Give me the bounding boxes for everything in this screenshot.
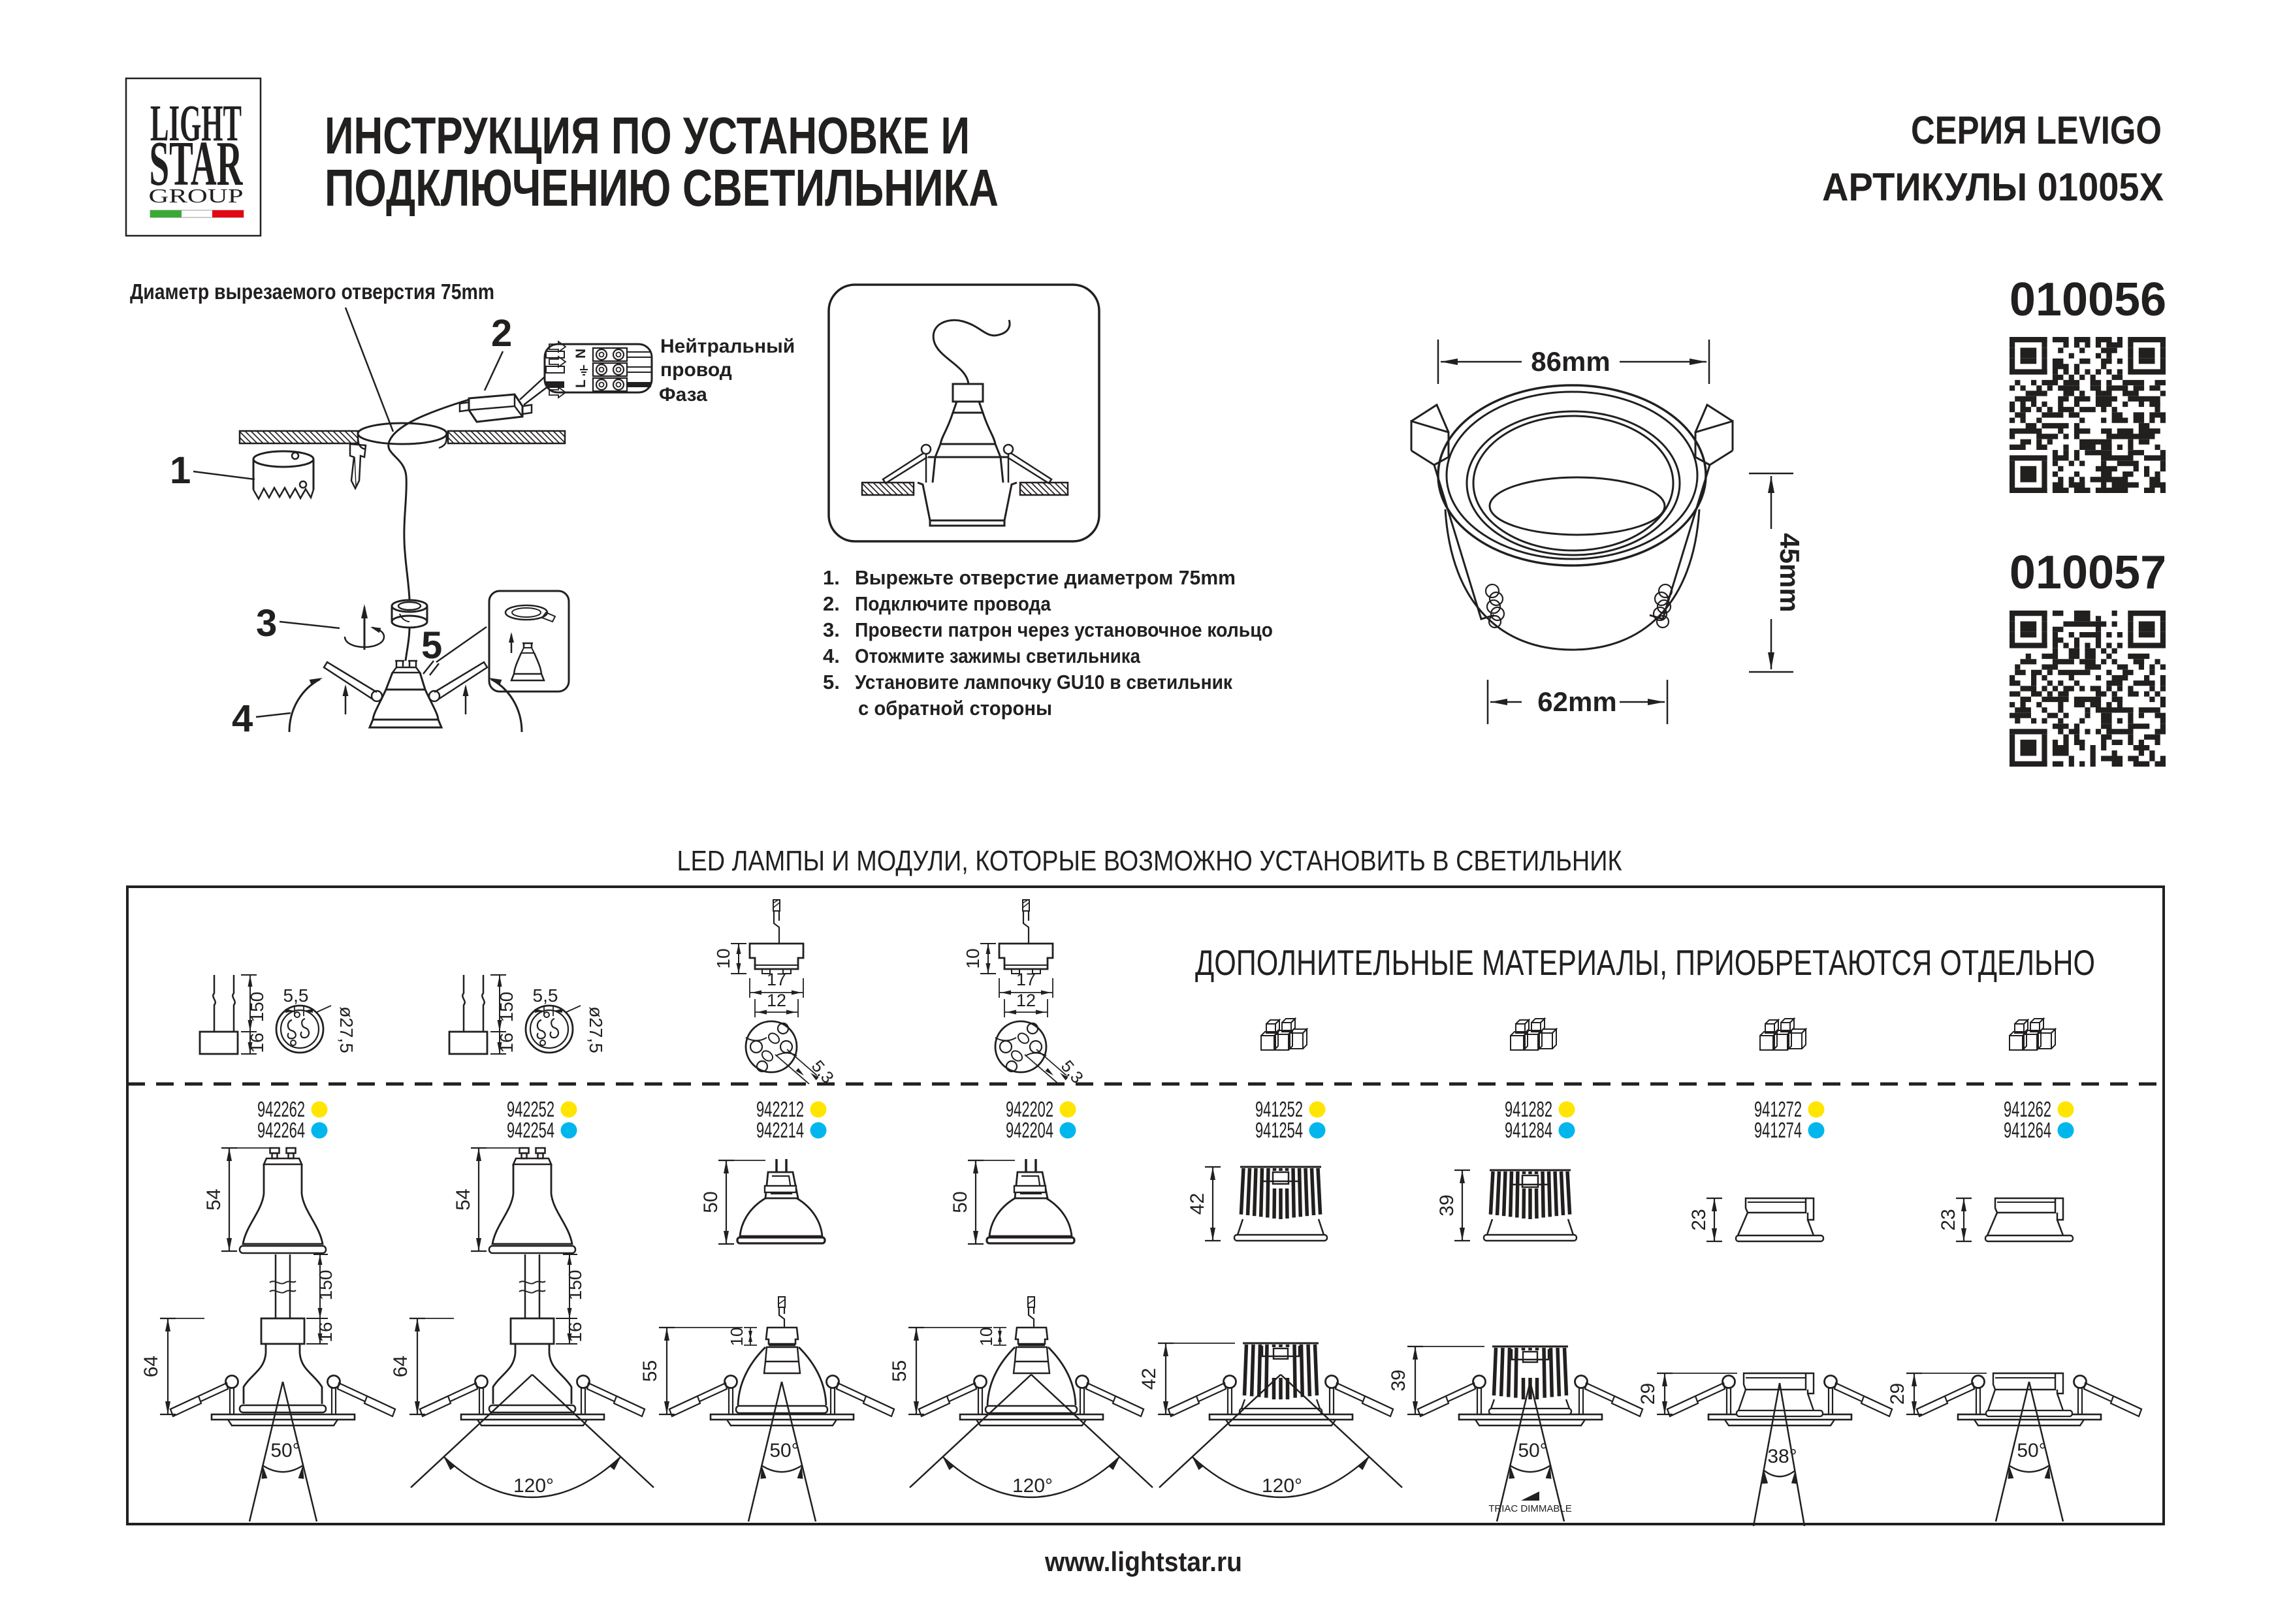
svg-text:64: 64 bbox=[390, 1356, 411, 1377]
svg-text:16: 16 bbox=[565, 1322, 585, 1342]
svg-text:941262: 941262 bbox=[2004, 1097, 2051, 1121]
svg-text:Отожмите зажимы светильника: Отожмите зажимы светильника bbox=[855, 645, 1141, 667]
svg-text:с обратной стороны: с обратной стороны bbox=[858, 697, 1052, 720]
svg-text:Диаметр вырезаемого отверстия: Диаметр вырезаемого отверстия 75mm bbox=[130, 279, 494, 304]
svg-text:Вырежьте отверстие диаметром 7: Вырежьте отверстие диаметром 75mm bbox=[855, 566, 1236, 589]
svg-text:50°: 50° bbox=[769, 1440, 799, 1461]
svg-text:ДОПОЛНИТЕЛЬНЫЕ МАТЕРИАЛЫ, ПРИО: ДОПОЛНИТЕЛЬНЫЕ МАТЕРИАЛЫ, ПРИОБРЕТАЮТСЯ … bbox=[1195, 942, 2095, 983]
svg-text:010056: 010056 bbox=[2010, 274, 2166, 326]
svg-text:86mm: 86mm bbox=[1531, 346, 1610, 377]
svg-text:50: 50 bbox=[950, 1191, 971, 1213]
svg-text:120°: 120° bbox=[513, 1475, 554, 1497]
svg-text:942204: 942204 bbox=[1006, 1118, 1053, 1142]
svg-text:941284: 941284 bbox=[1505, 1118, 1552, 1142]
svg-text:941274: 941274 bbox=[1754, 1118, 1802, 1142]
svg-text:16: 16 bbox=[496, 1032, 517, 1053]
svg-text:50°: 50° bbox=[1518, 1440, 1547, 1461]
svg-text:10: 10 bbox=[963, 948, 983, 968]
svg-text:23: 23 bbox=[1938, 1209, 1959, 1230]
svg-text:провод: провод bbox=[660, 359, 732, 381]
svg-text:4.: 4. bbox=[823, 645, 840, 667]
svg-text:L: L bbox=[573, 379, 588, 388]
svg-text:10: 10 bbox=[976, 1328, 996, 1346]
svg-text:Нейтральный: Нейтральный bbox=[660, 336, 795, 357]
svg-text:941264: 941264 bbox=[2004, 1118, 2051, 1142]
svg-text:17: 17 bbox=[767, 970, 786, 989]
svg-text:942262: 942262 bbox=[257, 1097, 305, 1121]
svg-text:TRIAC DIMMABLE: TRIAC DIMMABLE bbox=[1488, 1503, 1572, 1514]
svg-text:1: 1 bbox=[170, 449, 191, 492]
svg-text:50: 50 bbox=[700, 1191, 722, 1213]
svg-text:942202: 942202 bbox=[1006, 1097, 1053, 1121]
svg-text:941254: 941254 bbox=[1255, 1118, 1303, 1142]
svg-text:23: 23 bbox=[1688, 1209, 1710, 1230]
svg-text:38°: 38° bbox=[1767, 1446, 1797, 1467]
svg-text:39: 39 bbox=[1388, 1369, 1409, 1391]
svg-text:17: 17 bbox=[1016, 970, 1036, 989]
svg-text:942212: 942212 bbox=[756, 1097, 804, 1121]
svg-text:12: 12 bbox=[767, 991, 786, 1010]
svg-text:54: 54 bbox=[203, 1188, 225, 1210]
svg-text:5,5: 5,5 bbox=[283, 985, 309, 1006]
svg-text:12: 12 bbox=[1016, 991, 1036, 1010]
svg-text:www.lightstar.ru: www.lightstar.ru bbox=[1044, 1546, 1242, 1577]
svg-text:29: 29 bbox=[1637, 1383, 1659, 1405]
svg-text:ИНСТРУКЦИЯ ПО УСТАНОВКЕ И: ИНСТРУКЦИЯ ПО УСТАНОВКЕ И bbox=[325, 106, 970, 165]
svg-text:2: 2 bbox=[491, 312, 512, 355]
svg-text:16: 16 bbox=[247, 1032, 267, 1053]
svg-text:10: 10 bbox=[713, 948, 733, 968]
svg-text:942264: 942264 bbox=[257, 1118, 305, 1142]
svg-text:ПОДКЛЮЧЕНИЮ СВЕТИЛЬНИКА: ПОДКЛЮЧЕНИЮ СВЕТИЛЬНИКА bbox=[325, 159, 999, 217]
svg-text:Провести патрон через установо: Провести патрон через установочное кольц… bbox=[855, 618, 1273, 641]
svg-text:54: 54 bbox=[453, 1188, 474, 1210]
svg-text:STAR: STAR bbox=[150, 129, 244, 199]
svg-text:120°: 120° bbox=[1262, 1475, 1302, 1497]
svg-text:55: 55 bbox=[639, 1360, 661, 1382]
svg-text:42: 42 bbox=[1187, 1193, 1208, 1215]
svg-text:29: 29 bbox=[1887, 1383, 1908, 1405]
svg-text:10: 10 bbox=[727, 1328, 746, 1346]
svg-text:42: 42 bbox=[1138, 1368, 1160, 1390]
svg-text:ø27,5: ø27,5 bbox=[336, 1006, 357, 1053]
svg-text:45mm: 45mm bbox=[1774, 533, 1805, 612]
svg-text:3: 3 bbox=[256, 602, 277, 645]
svg-text:1.: 1. bbox=[823, 566, 840, 589]
svg-text:3.: 3. bbox=[823, 618, 840, 641]
svg-text:120°: 120° bbox=[1012, 1475, 1053, 1497]
svg-text:Подключите провода: Подключите провода bbox=[855, 592, 1051, 615]
svg-text:941282: 941282 bbox=[1505, 1097, 1552, 1121]
svg-text:150: 150 bbox=[315, 1270, 336, 1301]
svg-text:62mm: 62mm bbox=[1537, 686, 1616, 717]
svg-text:942214: 942214 bbox=[756, 1118, 804, 1142]
svg-text:СЕРИЯ LEVIGO: СЕРИЯ LEVIGO bbox=[1911, 108, 2162, 152]
svg-text:Установите лампочку GU10 в све: Установите лампочку GU10 в светильник bbox=[855, 671, 1232, 693]
svg-text:941272: 941272 bbox=[1754, 1097, 1802, 1121]
svg-text:LED ЛАМПЫ И МОДУЛИ, КОТОРЫЕ ВО: LED ЛАМПЫ И МОДУЛИ, КОТОРЫЕ ВОЗМОЖНО УСТ… bbox=[677, 845, 1622, 877]
svg-text:39: 39 bbox=[1436, 1194, 1458, 1216]
svg-text:150: 150 bbox=[247, 992, 267, 1023]
svg-text:010057: 010057 bbox=[2010, 547, 2166, 599]
svg-text:942254: 942254 bbox=[507, 1118, 554, 1142]
svg-text:5,5: 5,5 bbox=[533, 985, 558, 1006]
svg-text:ø27,5: ø27,5 bbox=[586, 1006, 606, 1053]
svg-text:64: 64 bbox=[140, 1356, 162, 1377]
svg-text:150: 150 bbox=[496, 992, 517, 1023]
svg-text:N: N bbox=[573, 349, 588, 358]
svg-text:150: 150 bbox=[565, 1270, 585, 1301]
svg-text:50°: 50° bbox=[270, 1440, 300, 1461]
svg-text:50°: 50° bbox=[2017, 1440, 2046, 1461]
svg-text:5.: 5. bbox=[823, 671, 840, 693]
svg-text:55: 55 bbox=[889, 1360, 910, 1382]
svg-text:16: 16 bbox=[315, 1322, 336, 1342]
svg-text:942252: 942252 bbox=[507, 1097, 554, 1121]
svg-text:941252: 941252 bbox=[1255, 1097, 1303, 1121]
svg-text:2.: 2. bbox=[823, 592, 840, 615]
svg-text:АРТИКУЛЫ 01005X: АРТИКУЛЫ 01005X bbox=[1822, 165, 2164, 209]
svg-text:LIGHT: LIGHT bbox=[150, 95, 242, 152]
svg-text:GROUP: GROUP bbox=[149, 184, 244, 207]
svg-text:4: 4 bbox=[232, 697, 253, 740]
svg-text:Фаза: Фаза bbox=[659, 384, 707, 406]
